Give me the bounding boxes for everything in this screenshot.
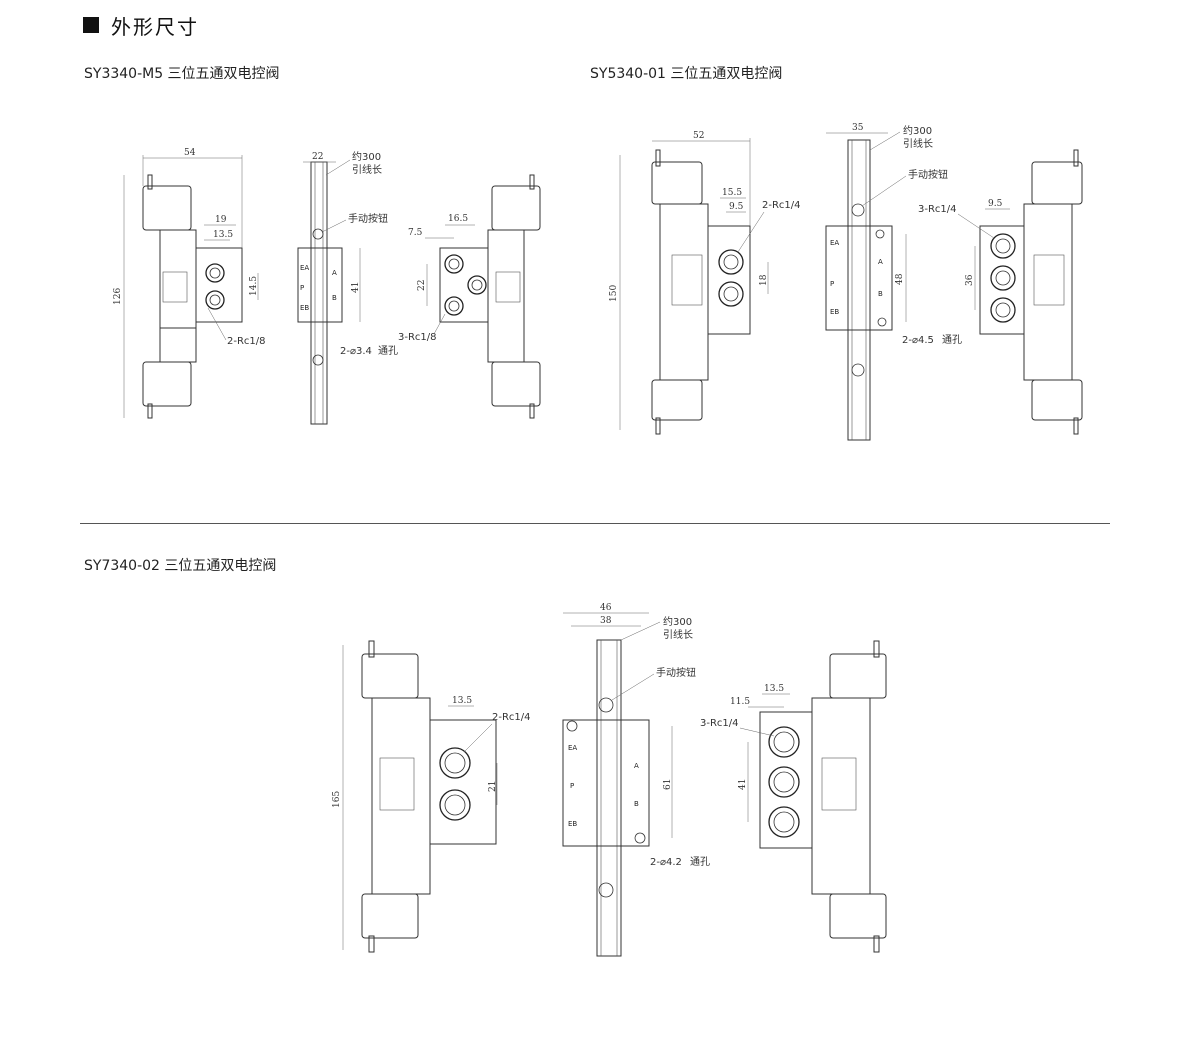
sy5340-rear-view: 9.5 36 3-Rc1/4 [918,149,1083,435]
manual-button-label-3: 手动按钮 [656,666,696,679]
page-title: 外形尺寸 [111,14,199,39]
dim-61: 61 [663,779,673,790]
port-note-3rc14: 3-Rc1/4 [918,204,957,215]
side-port-eb-3: EB [568,820,577,828]
side-port-ea: EA [300,264,309,272]
sy5340-front-view: 52 150 15.5 9.5 18 2-Rc1/4 [609,131,801,435]
sy3340-front-view: 54 126 19 13.5 14.5 2-Rc1/8 [113,148,266,419]
side-port-ea-2: EA [830,239,839,247]
section-header: 外形尺寸 [83,10,199,40]
dim-165: 165 [332,791,342,808]
port-note-2rc14: 2-Rc1/4 [762,200,801,211]
side-port-p: P [300,284,304,292]
sy7340-side-view: EA P EB A B 46 38 约300 引线长 手动按钮 61 2-⌀4.… [562,603,710,957]
dim-35: 35 [852,123,864,133]
dim-13-5-rear-s3: 13.5 [764,684,784,694]
through-hole-label: 通孔 [378,345,398,357]
sy3340-rear-view: 16.5 7.5 22 3-Rc1/8 [398,174,541,419]
dim-15-5: 15.5 [722,188,742,198]
port-note-2rc18: 2-Rc1/8 [227,336,266,347]
side-port-b: B [332,294,337,302]
sy3340-side-view: EA P EB A B 22 约300 引线长 手动按钮 41 2-⌀3.4 通… [297,150,398,425]
dim-11-5: 11.5 [730,697,750,707]
wire-note-2-2: 引线长 [903,137,933,150]
dim-54: 54 [184,148,196,158]
dim-41: 41 [351,282,361,293]
side-port-ea-3: EA [568,744,577,752]
side-port-eb-2: EB [830,308,839,316]
manual-button-label-2: 手动按钮 [908,168,948,181]
sy7340-rear-view: 13.5 11.5 41 3-Rc1/4 [700,640,887,953]
sy5340-side-view: EA P EB A B 35 约300 引线长 手动按钮 48 2-⌀4.5 通… [825,123,962,441]
dim-16-5: 16.5 [448,214,468,224]
hole-note-2: 2-⌀4.5 [902,335,934,346]
dim-13-5: 13.5 [213,230,233,240]
wire-note-1-3: 约300 [663,615,692,628]
dim-19: 19 [215,215,227,225]
port-note-3rc18: 3-Rc1/8 [398,332,437,343]
dim-13-5-s3: 13.5 [452,696,472,706]
wire-note-2: 引线长 [352,163,382,176]
side-port-a-3: A [634,762,639,770]
wire-note-2-3: 引线长 [663,628,693,641]
model-title-1: SY3340-M5 三位五通双电控阀 [84,66,280,82]
dim-150: 150 [609,285,619,302]
dim-14-5: 14.5 [249,276,259,296]
dim-36: 36 [965,274,975,286]
dim-41-s3: 41 [738,779,748,790]
dim-9-5-rear: 9.5 [988,199,1003,209]
side-port-b-2: B [878,290,883,298]
side-port-b-3: B [634,800,639,808]
dim-18: 18 [759,274,769,286]
side-port-eb: EB [300,304,309,312]
dim-21: 21 [488,781,498,792]
model-title-2: SY5340-01 三位五通双电控阀 [590,66,783,82]
wire-note-1: 约300 [352,150,381,163]
through-hole-label-2: 通孔 [942,334,962,346]
header-square-icon [83,17,99,33]
hole-note-3: 2-⌀4.2 [650,857,682,868]
dim-48: 48 [895,273,905,285]
sy7340-front-view: 165 13.5 21 2-Rc1/4 [332,640,531,953]
port-note-3rc14-s3: 3-Rc1/4 [700,718,739,729]
dim-22-rear: 22 [417,280,427,291]
side-port-a-2: A [878,258,883,266]
dim-52: 52 [693,131,704,141]
section-divider [80,523,1110,524]
manual-button-label: 手动按钮 [348,212,388,225]
side-port-a: A [332,269,337,277]
dim-7-5: 7.5 [408,228,423,238]
side-port-p-2: P [830,280,834,288]
side-port-p-3: P [570,782,574,790]
dim-126: 126 [113,288,123,305]
port-note-2rc14-s3: 2-Rc1/4 [492,712,531,723]
model-title-3: SY7340-02 三位五通双电控阀 [84,558,277,574]
dim-38: 38 [600,616,612,626]
dim-9-5: 9.5 [729,202,744,212]
hole-note: 2-⌀3.4 [340,346,372,357]
dim-46: 46 [600,603,612,613]
through-hole-label-3: 通孔 [690,856,710,868]
wire-note-1-2: 约300 [903,124,932,137]
dim-22: 22 [312,152,323,162]
